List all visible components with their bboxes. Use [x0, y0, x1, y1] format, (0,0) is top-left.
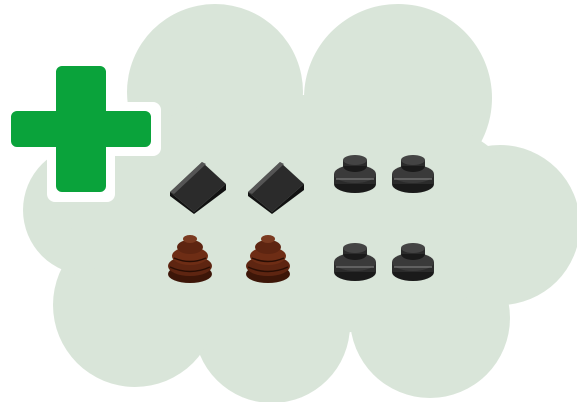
brown-cone-part	[166, 230, 214, 284]
black-round-plate-part	[390, 152, 436, 196]
black-round-plate-part	[390, 240, 436, 284]
black-slope-part	[244, 158, 308, 214]
brown-cone-part	[244, 230, 292, 284]
black-round-plate-part	[332, 240, 378, 284]
black-slope-part	[166, 158, 230, 214]
black-round-plate-part	[332, 152, 378, 196]
add-plus-icon[interactable]	[0, 48, 162, 210]
